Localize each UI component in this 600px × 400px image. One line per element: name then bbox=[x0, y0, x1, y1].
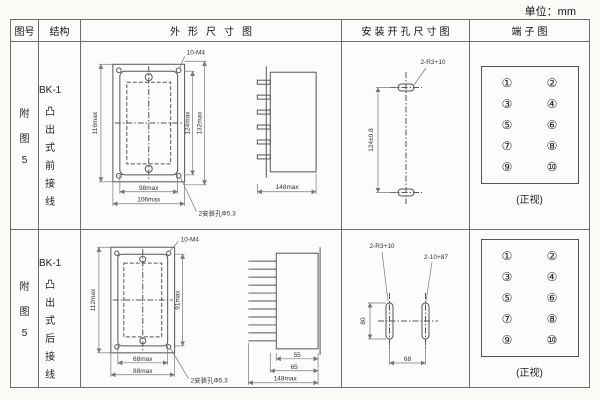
dim-label-depth: 148max bbox=[274, 375, 298, 382]
spec-table: 图号 结构 外形尺寸图 安装开孔尺寸图 端子图 附 图 5 BK-1 凸 出 式… bbox=[10, 19, 590, 388]
dimension-lines bbox=[375, 67, 427, 193]
terminal-number: ③ bbox=[501, 269, 513, 284]
terminal-number: ④ bbox=[546, 96, 558, 111]
dim-label-side-mid: 65 bbox=[291, 363, 299, 370]
outline-drawing-row2: 10-M4 112max 91max 68max 88max 2安装孔Φ5.3 … bbox=[81, 230, 342, 387]
terminal-box: ① ② ③ ④ ⑤ ⑥ ⑦ ⑧ ⑨ ⑩ bbox=[480, 238, 579, 357]
dimension-lines bbox=[367, 251, 433, 365]
structure-char: 式 bbox=[45, 316, 56, 327]
fig-no-row1: 附 图 5 bbox=[11, 42, 39, 230]
structure-char: 式 bbox=[45, 143, 56, 154]
structure-char: 出 bbox=[45, 298, 56, 309]
terminal-number: ⑤ bbox=[501, 117, 513, 132]
structure-row1: BK-1 凸 出 式 前 接 线 bbox=[39, 42, 81, 230]
fig-char: 图 bbox=[19, 307, 30, 318]
dim-label-slot-note: 2-R3+10 bbox=[420, 59, 445, 66]
dim-label-bottom-outer: 106max bbox=[137, 197, 161, 204]
terminal-number: ④ bbox=[546, 269, 558, 284]
dim-label-depth: 148max bbox=[276, 184, 300, 191]
structure-char: 接 bbox=[45, 352, 56, 363]
terminal-box: ① ② ③ ④ ⑤ ⑥ ⑦ ⑧ ⑨ ⑩ bbox=[480, 65, 579, 184]
dim-label-right-outer: 132max bbox=[197, 111, 204, 135]
relay-front-view bbox=[112, 63, 186, 183]
dim-label-right-inner: 124max bbox=[185, 111, 192, 135]
dim-label-side-small: 55 bbox=[294, 351, 302, 358]
terminal-number: ⑥ bbox=[546, 117, 558, 132]
outline-drawing-row1: 10-M4 116max 124max 132max 98max 106max … bbox=[81, 42, 342, 230]
fig-char: 附 bbox=[19, 109, 30, 120]
terminal-number: ① bbox=[501, 75, 513, 90]
terminal-caption: (正视) bbox=[516, 367, 543, 379]
dim-label-hole-note: 2安装孔Φ5.3 bbox=[199, 209, 237, 218]
structure-row2: BK-1 凸 出 式 后 接 线 bbox=[39, 230, 81, 387]
structure-char: 凸 bbox=[45, 107, 56, 118]
dimension-lines bbox=[98, 56, 317, 212]
dimension-lines bbox=[96, 240, 319, 385]
fig-char: 5 bbox=[21, 328, 28, 339]
relay-side-view bbox=[256, 66, 317, 178]
dim-label-bottom-inner: 68max bbox=[133, 355, 153, 362]
outline-drawing-rear-wiring: 10-M4 112max 91max 68max 88max 2安装孔Φ5.3 … bbox=[90, 236, 321, 385]
structure-char: 线 bbox=[45, 197, 56, 208]
mounting-drawing-row1: 2-R3+10 124±0.8 bbox=[342, 42, 470, 230]
terminal-number: ② bbox=[546, 248, 558, 263]
mounting-holes-front-wiring: 2-R3+10 124±0.8 bbox=[368, 59, 446, 204]
terminal-number: ② bbox=[546, 75, 558, 90]
header-mounting: 安装开孔尺寸图 bbox=[342, 20, 470, 42]
relay-side-view bbox=[248, 246, 321, 355]
dim-label-vertical: 80 bbox=[360, 317, 367, 325]
dim-label-hole-note: 2安装孔Φ5.3 bbox=[191, 375, 229, 384]
terminal-number: ⑦ bbox=[501, 311, 513, 326]
dim-label-horizontal: 68 bbox=[404, 356, 412, 363]
terminal-diagram-row1: ① ② ③ ④ ⑤ ⑥ ⑦ ⑧ ⑨ ⑩ (正视) bbox=[470, 42, 589, 230]
terminal-number: ⑩ bbox=[546, 159, 558, 174]
dim-label-slot-note: 2-R3+10 bbox=[369, 243, 394, 250]
relay-front-view bbox=[110, 246, 176, 353]
terminal-number: ⑩ bbox=[546, 332, 558, 347]
mounting-drawing-row2: 2-R3+10 2-10+87 80 68 bbox=[342, 230, 470, 387]
terminal-number: ⑨ bbox=[501, 159, 513, 174]
terminal-number: ① bbox=[501, 248, 513, 263]
terminal-number: ⑧ bbox=[546, 138, 558, 153]
structure-char: 线 bbox=[45, 370, 56, 381]
dim-label-slot-note2: 2-10+87 bbox=[424, 254, 448, 261]
fig-no-row2: 附 图 5 bbox=[11, 230, 39, 387]
terminal-number: ⑧ bbox=[546, 311, 558, 326]
model-label: BK-1 bbox=[39, 258, 62, 269]
structure-char: 凸 bbox=[45, 280, 56, 291]
dim-label-screw: 10-M4 bbox=[187, 49, 206, 56]
fig-char: 附 bbox=[19, 282, 30, 293]
terminal-diagram-row2: ① ② ③ ④ ⑤ ⑥ ⑦ ⑧ ⑨ ⑩ (正视) bbox=[470, 230, 589, 387]
structure-char: 接 bbox=[45, 179, 56, 190]
terminal-number: ⑦ bbox=[501, 138, 513, 153]
structure-char: 后 bbox=[45, 334, 56, 345]
terminal-number: ⑨ bbox=[501, 332, 513, 347]
structure-char: 前 bbox=[45, 161, 56, 172]
mounting-slots bbox=[390, 72, 422, 204]
dim-label-screw: 10-M4 bbox=[181, 236, 200, 243]
dim-label-bottom-inner: 98max bbox=[139, 185, 159, 192]
header-outline: 外形尺寸图 bbox=[81, 20, 342, 42]
header-structure: 结构 bbox=[39, 20, 81, 42]
terminal-number: ⑥ bbox=[546, 290, 558, 305]
outline-drawing-front-wiring: 10-M4 116max 124max 132max 98max 106max … bbox=[92, 49, 317, 218]
mounting-slots bbox=[378, 292, 438, 349]
terminal-number: ⑤ bbox=[501, 290, 513, 305]
model-label: BK-1 bbox=[39, 85, 62, 96]
header-fig-no: 图号 bbox=[11, 20, 39, 42]
terminal-caption: (正视) bbox=[516, 194, 543, 206]
dim-label-right-inner: 91max bbox=[175, 289, 182, 309]
terminal-number: ③ bbox=[501, 96, 513, 111]
dim-label-bottom-outer: 88max bbox=[133, 367, 153, 374]
fig-char: 图 bbox=[19, 134, 30, 145]
header-terminal: 端子图 bbox=[470, 20, 589, 42]
dim-label-vertical: 124±0.8 bbox=[368, 128, 375, 152]
dim-label-left: 112max bbox=[90, 288, 97, 311]
structure-char: 出 bbox=[45, 125, 56, 136]
dim-label-left: 116max bbox=[92, 111, 99, 134]
mounting-holes-rear-wiring: 2-R3+10 2-10+87 80 68 bbox=[360, 243, 448, 365]
units-label: 单位：mm bbox=[524, 6, 576, 18]
fig-char: 5 bbox=[21, 155, 28, 166]
